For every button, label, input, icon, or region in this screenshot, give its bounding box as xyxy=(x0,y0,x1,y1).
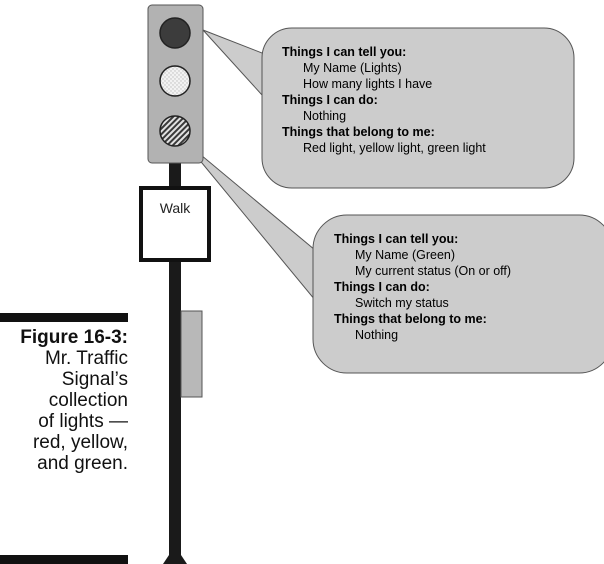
signal-bubble xyxy=(261,27,575,189)
signal-bubble-text: Things I can tell you: My Name (Lights) … xyxy=(282,44,486,156)
bubble-item: Switch my status xyxy=(355,296,449,310)
green-light xyxy=(159,115,191,147)
walk-sign-label: Walk xyxy=(159,200,191,216)
bubble-item: My Name (Lights) xyxy=(303,61,402,75)
red-light xyxy=(159,17,191,49)
bubble-heading: Things that belong to me: xyxy=(282,125,435,139)
bubble-heading: Things I can tell you: xyxy=(334,232,459,246)
bubble-item: Nothing xyxy=(355,328,399,342)
pole-side-box xyxy=(180,310,203,398)
figure-caption-text: Mr. Traffic Signal’s collection of light… xyxy=(32,348,128,474)
pole-base xyxy=(163,546,187,564)
bubble-item: My current status (On or off) xyxy=(355,264,512,278)
green-bubble-text: Things I can tell you: My Name (Green) M… xyxy=(334,231,511,343)
caption-bottom-rule xyxy=(0,555,128,564)
figure-label: Figure 16-3: xyxy=(20,327,128,348)
yellow-light xyxy=(159,65,191,97)
bubble-item: Nothing xyxy=(303,109,347,123)
walk-sign xyxy=(139,186,211,262)
bubble-item: My Name (Green) xyxy=(355,248,456,262)
bubble-heading: Things I can do: xyxy=(334,280,430,294)
bubble-heading: Things I can do: xyxy=(282,93,378,107)
bubble-item: Red light, yellow light, green light xyxy=(303,141,486,155)
caption-top-rule xyxy=(0,313,128,322)
bubble-item: How many lights I have xyxy=(303,77,433,91)
figure-caption: Figure 16-3: Mr. Traffic Signal’s collec… xyxy=(0,327,128,474)
bubble-heading: Things that belong to me: xyxy=(334,312,487,326)
green-bubble xyxy=(312,214,604,374)
bubble-heading: Things I can tell you: xyxy=(282,45,407,59)
